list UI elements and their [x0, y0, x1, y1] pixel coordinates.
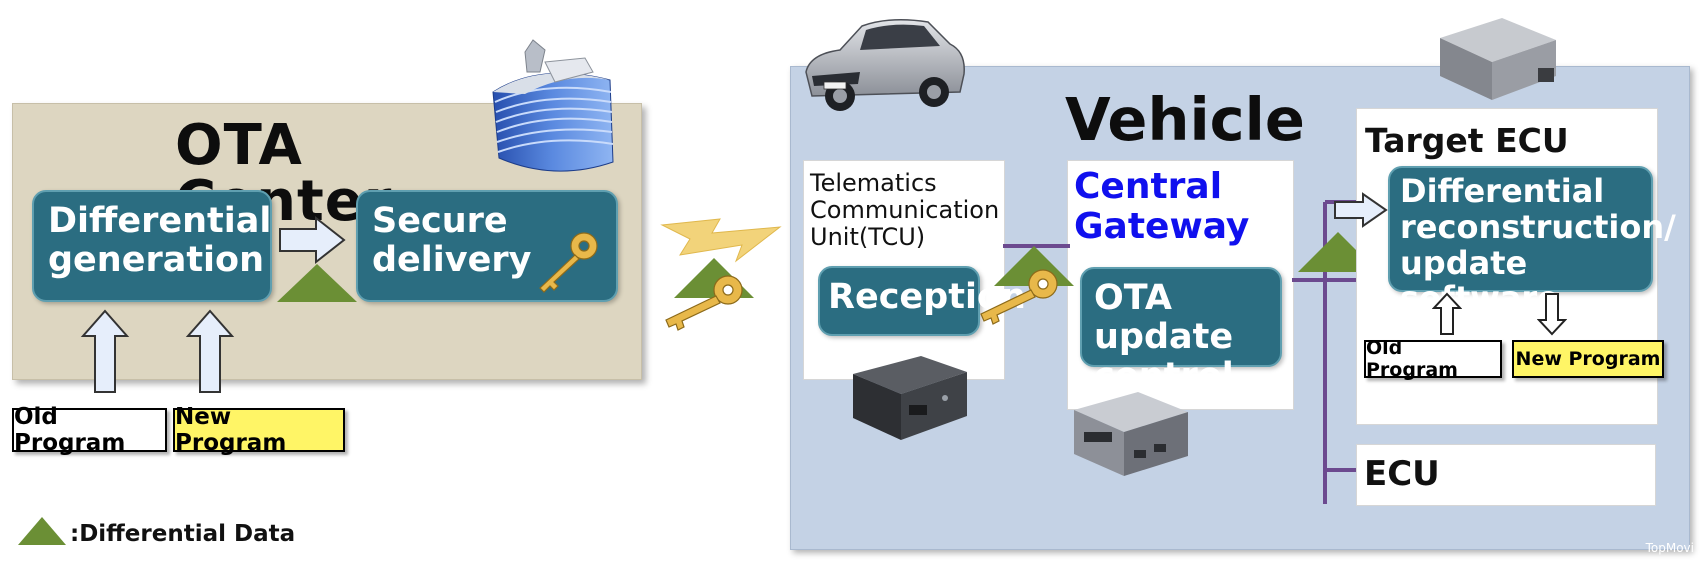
ecu-device-icon — [1440, 18, 1556, 100]
differential-reconstruction-label: Differential reconstruction/ update soft… — [1400, 172, 1676, 318]
car-icon — [805, 19, 965, 111]
differential-data-triangle — [277, 264, 357, 302]
new-program-text: New Program — [175, 404, 287, 456]
ecu-box — [1356, 444, 1656, 506]
ota-center-title: OTA Center — [175, 113, 393, 234]
key-icon — [539, 232, 598, 293]
new-program-label: New Program — [173, 404, 345, 456]
key-icon — [665, 275, 743, 331]
lightning-bolt-icon — [660, 218, 782, 263]
watermark-text: TopMovi — [1645, 541, 1694, 555]
target-old-program-label: Old Program — [1364, 337, 1502, 381]
right-arrow-icon — [279, 215, 346, 265]
up-arrow-icon — [80, 309, 130, 393]
ota-update-control-box: OTA update control — [1080, 267, 1282, 396]
old-program-label: Old Program — [12, 404, 167, 456]
secure-delivery-label: Secure delivery — [372, 201, 532, 281]
target-old-program-text: Old Program — [1366, 337, 1458, 381]
legend-text: :Differential Data — [70, 521, 296, 547]
up-arrow-icon — [185, 309, 235, 393]
key-icon — [980, 269, 1058, 325]
tcu-label: Telematics Communication Unit(TCU) — [810, 169, 1000, 251]
target-new-program-label: New Program — [1512, 340, 1664, 378]
up-arrow-icon — [1432, 292, 1462, 335]
central-gateway-title: Central Gateway — [1074, 166, 1250, 248]
server-building-icon — [492, 39, 614, 172]
ecu-label: ECU — [1364, 454, 1440, 494]
vehicle-title: Vehicle — [1065, 85, 1305, 154]
ota-update-control-label: OTA update control — [1094, 278, 1234, 397]
tcu-device-icon — [853, 356, 967, 440]
gateway-device-icon — [1074, 392, 1188, 476]
old-program-text: Old Program — [14, 404, 126, 456]
target-new-program-text: New Program — [1515, 348, 1661, 370]
legend-triangle-icon — [18, 517, 66, 545]
differential-generation-label: Differential generation — [48, 201, 272, 281]
differential-generation-box: Differential generation — [32, 190, 272, 302]
down-arrow-icon — [1537, 293, 1567, 336]
target-ecu-title: Target ECU — [1365, 121, 1569, 160]
differential-reconstruction-box: Differential reconstruction/ update soft… — [1388, 166, 1676, 316]
right-arrow-icon — [1334, 192, 1388, 228]
reception-box: Reception — [818, 266, 1026, 336]
